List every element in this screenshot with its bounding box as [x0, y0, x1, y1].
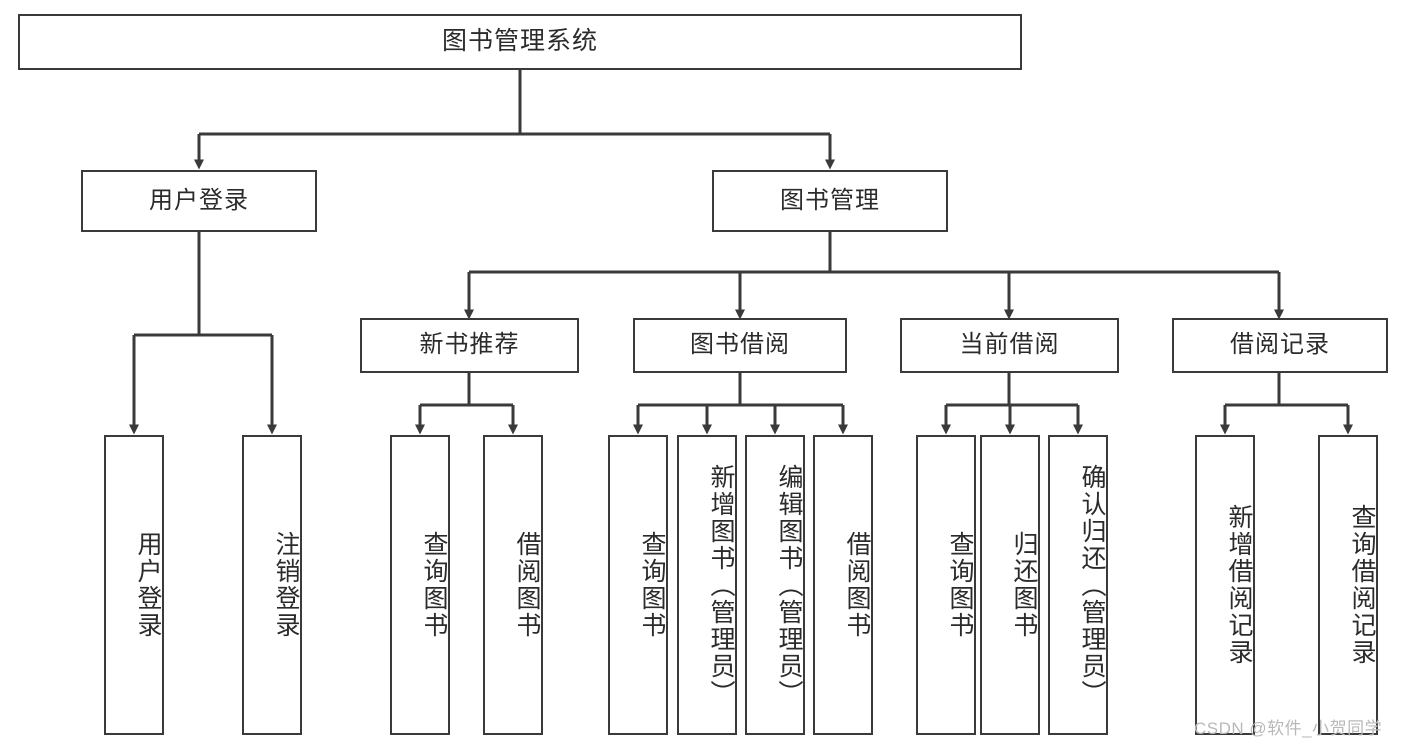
leaf-add-record-label: 新增借阅记录: [1225, 504, 1253, 666]
leaf-add-book[interactable]: 新增图书（管理员）: [677, 435, 737, 735]
node-current-borrow[interactable]: 当前借阅: [900, 318, 1119, 373]
leaf-add-record[interactable]: 新增借阅记录: [1195, 435, 1255, 735]
leaf-logout-login[interactable]: 注销登录: [242, 435, 302, 735]
leaf-edit-book-label: 编辑图书（管理员）: [775, 463, 803, 707]
leaf-logout-login-label: 注销登录: [272, 531, 300, 639]
leaf-return-book-label: 归还图书: [1010, 531, 1038, 639]
leaf-confirm-return[interactable]: 确认归还（管理员）: [1048, 435, 1108, 735]
leaf-query-book-2[interactable]: 查询图书: [608, 435, 668, 735]
leaf-edit-book[interactable]: 编辑图书（管理员）: [745, 435, 805, 735]
node-book-borrow[interactable]: 图书借阅: [633, 318, 847, 373]
leaf-return-book[interactable]: 归还图书: [980, 435, 1040, 735]
node-user-login-label: 用户登录: [149, 186, 249, 214]
node-borrow-record-label: 借阅记录: [1230, 331, 1330, 359]
leaf-borrow-book-1[interactable]: 借阅图书: [483, 435, 543, 735]
node-user-login[interactable]: 用户登录: [81, 170, 317, 232]
csdn-watermark: CSDN @软件_小贺同学: [1194, 719, 1383, 738]
node-book-borrow-label: 图书借阅: [690, 331, 790, 359]
leaf-user-login[interactable]: 用户登录: [104, 435, 164, 735]
node-root[interactable]: 图书管理系统: [18, 14, 1022, 70]
leaf-query-book-1-label: 查询图书: [420, 531, 448, 639]
leaf-query-record[interactable]: 查询借阅记录: [1318, 435, 1378, 735]
leaf-add-book-label: 新增图书（管理员）: [707, 463, 735, 707]
leaf-query-book-3[interactable]: 查询图书: [916, 435, 976, 735]
node-current-borrow-label: 当前借阅: [959, 331, 1060, 359]
leaf-query-book-3-label: 查询图书: [946, 531, 974, 639]
leaf-query-book-2-label: 查询图书: [638, 531, 666, 639]
leaf-borrow-book-1-label: 借阅图书: [513, 531, 541, 639]
node-book-manage-label: 图书管理: [780, 186, 880, 214]
leaf-borrow-book-2[interactable]: 借阅图书: [813, 435, 873, 735]
leaf-user-login-label: 用户登录: [134, 531, 162, 639]
leaf-confirm-return-label: 确认归还（管理员）: [1078, 463, 1106, 707]
leaf-borrow-book-2-label: 借阅图书: [843, 531, 871, 639]
leaf-query-record-label: 查询借阅记录: [1348, 504, 1376, 666]
node-root-label: 图书管理系统: [441, 27, 598, 56]
node-new-book-recommend[interactable]: 新书推荐: [360, 318, 579, 373]
node-borrow-record[interactable]: 借阅记录: [1172, 318, 1388, 373]
node-new-book-recommend-label: 新书推荐: [419, 331, 520, 359]
node-book-manage[interactable]: 图书管理: [712, 170, 948, 232]
leaf-query-book-1[interactable]: 查询图书: [390, 435, 450, 735]
